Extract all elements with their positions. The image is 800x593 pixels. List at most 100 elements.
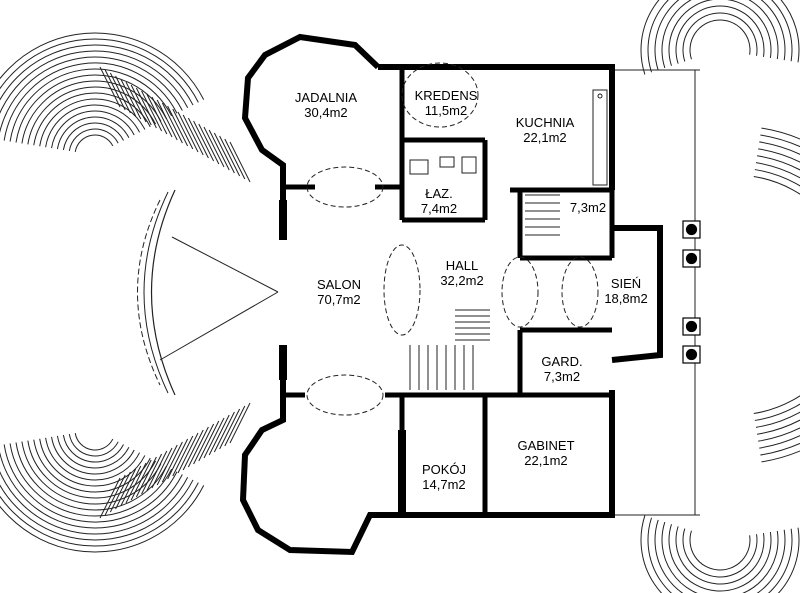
stair-tread: [141, 90, 163, 132]
stair-step: [0, 485, 205, 553]
stair-tread: [146, 93, 168, 135]
room-name: ŁAZ.: [425, 186, 453, 201]
stair-step: [68, 128, 119, 152]
stair-step: [39, 98, 146, 147]
terrace-step: [756, 155, 800, 435]
balcony: [137, 189, 279, 396]
terrace-step: [640, 0, 800, 75]
stair-tread: [182, 114, 204, 156]
stair-tread: [224, 405, 246, 447]
stair-tread: [203, 126, 225, 168]
stair-tread: [141, 453, 163, 495]
stair-step: [21, 80, 162, 144]
stair-tread: [135, 456, 157, 498]
stair-step: [9, 443, 173, 517]
stair-step: [9, 68, 173, 142]
stair-tread: [135, 87, 157, 129]
terrace-step: [761, 127, 800, 463]
exterior-walls: [239, 33, 663, 556]
room-name: SIEŃ: [610, 276, 642, 291]
stair-tread: [208, 414, 230, 456]
room-label-kredens: KREDENS 11,5m2: [415, 88, 478, 118]
terrace-step: [654, 519, 786, 593]
stair-tread: [146, 450, 168, 492]
room-name: HALL: [445, 258, 479, 273]
room-label-jadalnia: JADALNIA 30,4m2: [295, 90, 357, 120]
room-area: 14,7m2: [422, 477, 466, 492]
room-label-hall: HALL 32,2m2: [440, 258, 483, 288]
stair-tread: [120, 78, 142, 120]
stair-step: [0, 50, 189, 114]
stair-tread: [177, 111, 199, 153]
stair-tread: [151, 96, 173, 138]
terrace-step: [675, 5, 765, 64]
stair-step: [74, 433, 114, 451]
terrace-step: [682, 12, 758, 62]
stair-tread: [104, 474, 126, 516]
stair-tread: [167, 105, 189, 147]
stair-tread: [99, 66, 121, 108]
stair-tread: [130, 459, 152, 501]
stair-tread: [193, 120, 215, 162]
stair-step: [51, 110, 135, 149]
stair-step: [68, 433, 119, 457]
stair-tread: [203, 417, 225, 459]
stair-tread: [213, 411, 235, 453]
terrace-step: [640, 515, 800, 593]
door-openings: [306, 62, 599, 416]
room-name: GARD.: [541, 354, 583, 369]
stair-tread: [187, 117, 209, 159]
stair-tread: [219, 135, 241, 177]
stair-step: [0, 56, 183, 134]
stair-step: [0, 471, 189, 535]
stair-tread: [167, 438, 189, 480]
room-name: SALON: [316, 277, 362, 292]
room-label-salon: SALON 70,7m2: [317, 277, 361, 307]
stair-step: [3, 62, 178, 141]
room-label-lazienka: ŁAZ. 7,4m2: [421, 186, 457, 216]
stair-tread: [156, 444, 178, 486]
stair-step: [33, 92, 151, 146]
stair-tread: [198, 123, 220, 165]
right-terrace: [612, 0, 800, 593]
terrace-step: [689, 19, 751, 60]
room-area: 7,4m2: [420, 201, 458, 216]
stair-tread: [187, 426, 209, 468]
terrace-step: [675, 526, 765, 585]
terrace-lamps: [682, 220, 701, 364]
terrace-step: [682, 528, 758, 578]
stair-tread: [229, 141, 251, 183]
terrace-step: [753, 175, 800, 415]
room-area: 30,4m2: [304, 105, 348, 120]
stair-step: [0, 44, 194, 106]
stair-tread: [177, 432, 199, 474]
stair-tread: [208, 129, 230, 171]
terrace-step: [759, 141, 800, 449]
stair-step: [62, 434, 124, 463]
stair-step: [3, 444, 178, 523]
hall-staircase: [409, 309, 490, 390]
terrace-step: [647, 517, 793, 593]
stair-tread: [213, 132, 235, 174]
terrace-step: [654, 0, 786, 71]
stair-step: [62, 122, 124, 151]
stair-tread: [120, 465, 142, 507]
stair-tread: [182, 429, 204, 471]
room-area: 18,8m2: [604, 291, 648, 306]
stair-tread: [224, 138, 246, 180]
room-area: 22,1m2: [523, 130, 567, 145]
room-label-garderoba: GARD. 7,3m2: [541, 354, 582, 384]
stair-step: [0, 32, 205, 100]
room-area: 32,2m2: [440, 273, 484, 288]
interior-walls: [283, 67, 615, 515]
stair-tread: [125, 462, 147, 504]
stair-tread: [156, 99, 178, 141]
room-name: KUCHNIA: [515, 115, 575, 130]
room-area: 7,3m2: [543, 369, 581, 384]
bathroom-fixtures: [409, 156, 477, 175]
room-name: KREDENS: [414, 88, 478, 103]
stair-step: [21, 441, 162, 505]
room-label-gabinet: GABINET 22,1m2: [517, 438, 574, 468]
terrace-step: [661, 521, 779, 593]
left-upper-staircase: [0, 32, 251, 183]
